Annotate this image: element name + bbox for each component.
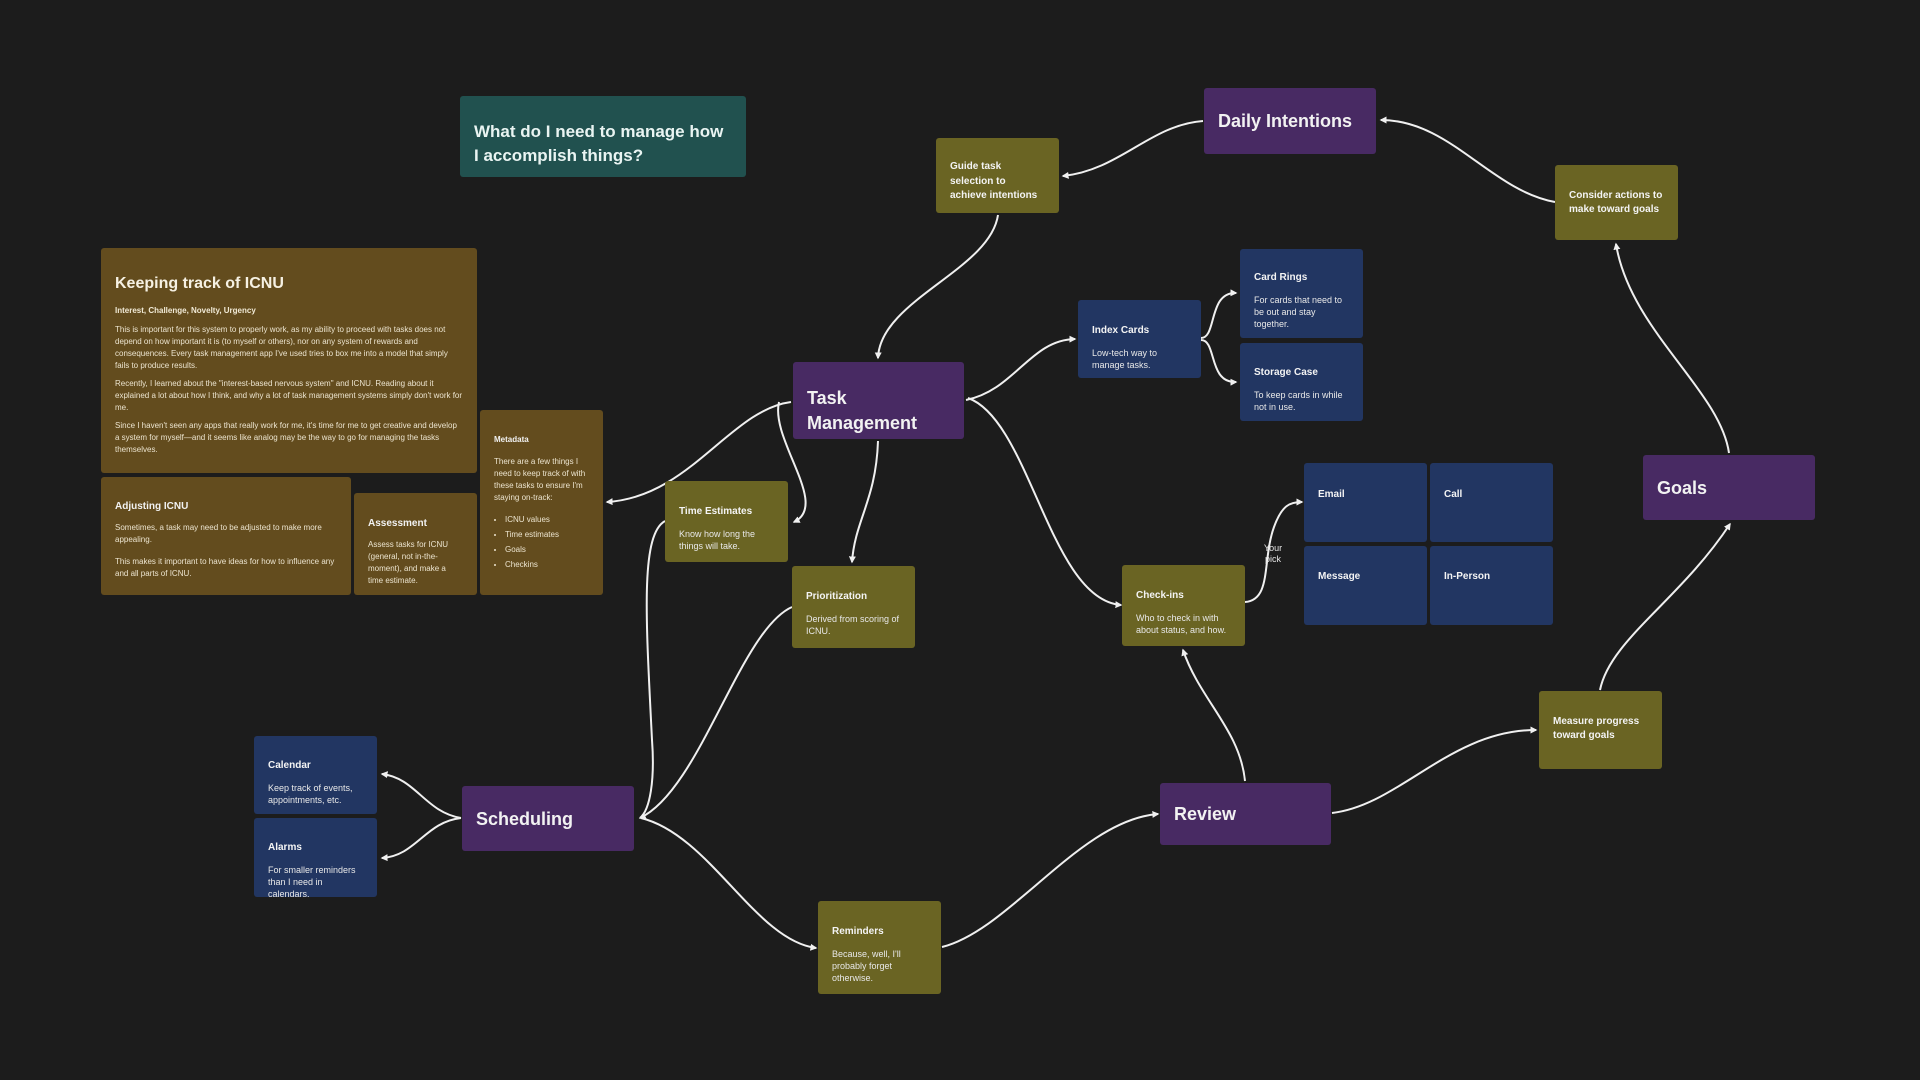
- icnu-subtitle: Interest, Challenge, Novelty, Urgency: [115, 306, 256, 315]
- email-title: Email: [1318, 489, 1345, 500]
- card-reminders[interactable]: Reminders Because, well, I'll probably f…: [818, 901, 941, 994]
- edge-goals-to-consider: [1613, 242, 1730, 454]
- card-rings-desc: For cards that need to be out and stay t…: [1254, 295, 1343, 329]
- note-assessment[interactable]: Assessment Assess tasks for ICNU (genera…: [354, 493, 477, 595]
- metadata-list-item: Checkins: [505, 557, 589, 572]
- edge-scheduling-to-reminders: [640, 817, 818, 951]
- card-guide-task-selection[interactable]: Guide task selection to achieve intentio…: [936, 138, 1059, 213]
- reminders-desc: Because, well, I'll probably forget othe…: [832, 949, 901, 983]
- calendar-title: Calendar: [268, 760, 311, 771]
- question-sticky[interactable]: What do I need to manage how I accomplis…: [460, 96, 746, 177]
- card-check-ins[interactable]: Check-ins Who to check in with about sta…: [1122, 565, 1245, 646]
- edge-guide-to-task: [874, 214, 999, 360]
- daily-intentions-label: Daily Intentions: [1218, 111, 1353, 131]
- node-scheduling[interactable]: Scheduling: [462, 786, 634, 851]
- note-keeping-track-icnu[interactable]: Keeping track of ICNU Interest, Challeng…: [101, 248, 477, 473]
- card-index-cards[interactable]: Index Cards Low-tech way to manage tasks…: [1078, 300, 1201, 378]
- edge-scheduling-to-calendar: [380, 771, 462, 819]
- assessment-desc: Assess tasks for ICNU (general, not in-t…: [368, 540, 449, 585]
- check-ins-desc: Who to check in with about status, and h…: [1136, 613, 1227, 635]
- prioritization-title: Prioritization: [806, 591, 868, 602]
- icnu-paragraph: Recently, I learned about the "interest-…: [115, 379, 463, 412]
- storage-case-title: Storage Case: [1254, 367, 1318, 378]
- metadata-list-item: ICNU values: [505, 512, 589, 527]
- note-metadata[interactable]: Metadata There are a few things I need t…: [480, 410, 603, 595]
- card-consider-actions[interactable]: Consider actions to make toward goals: [1555, 165, 1678, 240]
- edge-task-to-checkins: [967, 397, 1123, 609]
- question-text: What do I need to manage how I accomplis…: [474, 122, 724, 165]
- check-ins-title: Check-ins: [1136, 590, 1184, 601]
- reminders-title: Reminders: [832, 926, 884, 937]
- metadata-list: ICNU values Time estimates Goals Checkin…: [494, 512, 589, 572]
- metadata-list-item: Goals: [505, 542, 589, 557]
- alarms-desc: For smaller reminders than I need in cal…: [268, 865, 356, 897]
- time-estimates-title: Time Estimates: [679, 506, 753, 517]
- edge-consider-to-daily: [1379, 116, 1556, 203]
- note-adjusting-icnu[interactable]: Adjusting ICNU Sometimes, a task may nee…: [101, 477, 351, 595]
- edge-time-to-scheduling: [639, 520, 666, 819]
- edge-prio-to-scheduling: [638, 606, 793, 819]
- icnu-paragraph: This is important for this system to pro…: [115, 325, 448, 370]
- card-call[interactable]: Call: [1430, 463, 1553, 542]
- guide-task-selection-label: Guide task selection to achieve intentio…: [950, 161, 1038, 201]
- consider-actions-label: Consider actions to make toward goals: [1569, 190, 1663, 215]
- scheduling-label: Scheduling: [476, 809, 574, 829]
- card-measure-progress[interactable]: Measure progress toward goals: [1539, 691, 1662, 769]
- review-label: Review: [1174, 804, 1237, 824]
- adjusting-icnu-title: Adjusting ICNU: [115, 501, 189, 512]
- index-cards-desc: Low-tech way to manage tasks.: [1092, 348, 1158, 370]
- metadata-title: Metadata: [494, 435, 529, 444]
- task-management-label: Task Management: [807, 388, 918, 433]
- card-rings-title: Card Rings: [1254, 272, 1308, 283]
- edge-scheduling-to-alarms: [380, 817, 462, 862]
- card-alarms[interactable]: Alarms For smaller reminders than I need…: [254, 818, 377, 897]
- assessment-title: Assessment: [368, 518, 427, 529]
- calendar-desc: Keep track of events, appointments, etc.: [268, 783, 353, 805]
- message-title: Message: [1318, 571, 1361, 582]
- storage-case-desc: To keep cards in while not in use.: [1254, 390, 1343, 412]
- edge-task-to-prio: [848, 440, 879, 564]
- call-title: Call: [1444, 489, 1463, 500]
- metadata-list-item: Time estimates: [505, 527, 589, 542]
- edge-index-to-rings: [1200, 289, 1238, 339]
- card-card-rings[interactable]: Card Rings For cards that need to be out…: [1240, 249, 1363, 338]
- node-task-management[interactable]: Task Management: [793, 362, 964, 439]
- alarms-title: Alarms: [268, 842, 302, 853]
- card-time-estimates[interactable]: Time Estimates Know how long the things …: [665, 481, 788, 562]
- node-goals[interactable]: Goals: [1643, 455, 1815, 520]
- card-in-person[interactable]: In-Person: [1430, 546, 1553, 625]
- edge-index-to-case: [1200, 339, 1238, 386]
- icnu-title: Keeping track of ICNU: [115, 275, 284, 292]
- edge-daily-to-guide: [1061, 120, 1204, 179]
- adjusting-icnu-paragraph: Sometimes, a task may need to be adjuste…: [115, 523, 322, 544]
- node-daily-intentions[interactable]: Daily Intentions: [1204, 88, 1376, 154]
- edge-review-to-measure: [1331, 726, 1538, 814]
- card-calendar[interactable]: Calendar Keep track of events, appointme…: [254, 736, 377, 814]
- measure-progress-label: Measure progress toward goals: [1553, 716, 1640, 741]
- time-estimates-desc: Know how long the things will take.: [679, 529, 756, 551]
- metadata-desc: There are a few things I need to keep tr…: [494, 457, 586, 502]
- node-review[interactable]: Review: [1160, 783, 1331, 845]
- edge-measure-to-goals: [1599, 522, 1731, 691]
- index-cards-title: Index Cards: [1092, 325, 1150, 336]
- card-prioritization[interactable]: Prioritization Derived from scoring of I…: [792, 566, 915, 648]
- adjusting-icnu-paragraph: This makes it important to have ideas fo…: [115, 557, 335, 578]
- edge-review-to-checkins: [1181, 648, 1246, 782]
- goals-label: Goals: [1657, 478, 1708, 498]
- edge-task-to-index: [965, 335, 1077, 401]
- icnu-paragraph: Since I haven't seen any apps that reall…: [115, 421, 457, 454]
- in-person-title: In-Person: [1444, 571, 1491, 582]
- card-message[interactable]: Message: [1304, 546, 1427, 625]
- edge-label-your-pick: Your pick: [1263, 543, 1283, 564]
- card-email[interactable]: Email: [1304, 463, 1427, 542]
- edge-reminders-to-review: [941, 810, 1160, 948]
- card-storage-case[interactable]: Storage Case To keep cards in while not …: [1240, 343, 1363, 421]
- prioritization-desc: Derived from scoring of ICNU.: [806, 614, 900, 636]
